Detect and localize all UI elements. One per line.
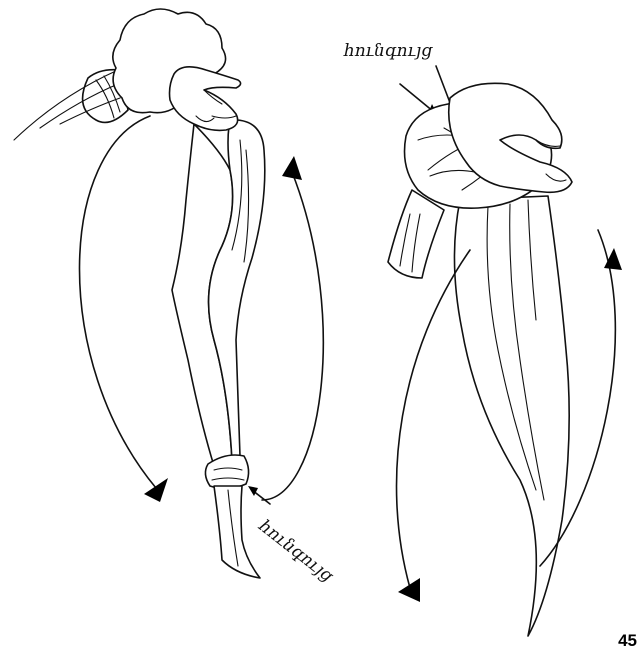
left-loop-arrow-path [79,116,156,488]
left-arrow-head-bottom [144,478,168,502]
left-scarf-wisp [14,70,120,140]
left-tie-ends [214,486,260,578]
right-knot-label: հունգույց [343,41,433,61]
left-figure: հունգույց [14,9,338,587]
right-pointer-arrow-1 [400,84,434,112]
right-tie-body [454,196,569,636]
left-arrow-head-top [282,156,302,180]
right-arrow-head-top [604,248,622,270]
right-loop-arrow-path [262,172,323,500]
right-figure: հունգույց [343,41,622,636]
page-number: 45 [618,631,637,651]
left-knot-label: հունգույց [254,516,337,587]
